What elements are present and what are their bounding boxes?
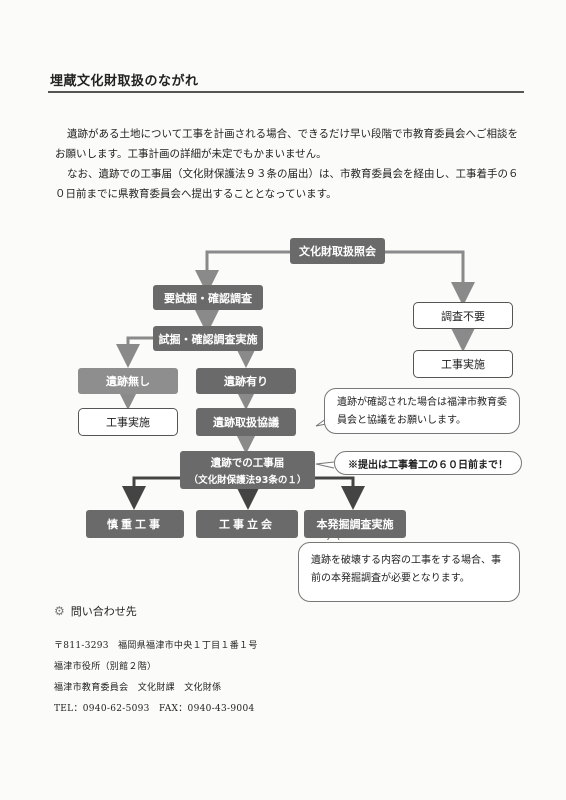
careful-construction-box: 慎重工事 <box>86 510 184 538</box>
notice-paragraph: なお、遺跡での工事届（文化財保護法９３条の届出）は、市教育委員会を経由し、工事着… <box>55 168 519 200</box>
title-rule <box>48 91 524 93</box>
page-title: 埋蔵文化財取扱のながれ <box>50 74 199 89</box>
contact-info: 〒811-3293 福岡県福津市中央１丁目１番１号 福津市役所（別館２階） 福津… <box>54 636 258 720</box>
witness-box: 工事立会 <box>196 510 298 538</box>
gear-icon: ⚙ <box>54 604 65 618</box>
no-survey-box: 調査不要 <box>413 302 513 329</box>
inquiry-box: 文化財取扱照会 <box>290 238 385 264</box>
excavation-box: 本発掘調査実施 <box>304 510 406 538</box>
consult-note: 遺跡が確認された場合は福津市教育委員会と協議をお願いします。 <box>324 388 520 434</box>
no-site-box: 遺跡無し <box>78 368 178 394</box>
contact-heading: ⚙ 問い合わせ先 <box>54 603 137 619</box>
notification-title: 遺跡での工事届 <box>210 456 285 469</box>
excavation-note: 遺跡を破壊する内容の工事をする場合、事前の本発掘調査が必要となります。 <box>298 542 520 602</box>
contact-dept: 福津市教育委員会 文化財課 文化財係 <box>54 683 222 693</box>
notification-box: 遺跡での工事届 （文化財保護法93条の１） <box>180 451 315 489</box>
deadline-note: ※提出は工事着工の６０日前まで！ <box>334 451 522 475</box>
notification-subtitle: （文化財保護法93条の１） <box>188 474 307 486</box>
contact-phone: TEL：0940-62-5093 FAX：0940-43-9004 <box>54 704 255 714</box>
intro-paragraph: 遺跡がある土地について工事を計画される場合、できるだけ早い段階で市教育委員会へご… <box>55 128 518 160</box>
construction-box-right: 工事実施 <box>413 350 513 378</box>
trial-done-box: 試掘・確認調査実施 <box>153 326 263 351</box>
contact-address: 〒811-3293 福岡県福津市中央１丁目１番１号 <box>54 641 258 651</box>
site-exists-box: 遺跡有り <box>196 368 296 394</box>
trial-required-box: 要試掘・確認調査 <box>153 285 263 310</box>
consultation-box: 遺跡取扱協議 <box>196 408 296 436</box>
contact-heading-label: 問い合わせ先 <box>70 605 137 618</box>
construction-box-left: 工事実施 <box>78 408 178 436</box>
contact-office: 福津市役所（別館２階） <box>54 662 157 672</box>
